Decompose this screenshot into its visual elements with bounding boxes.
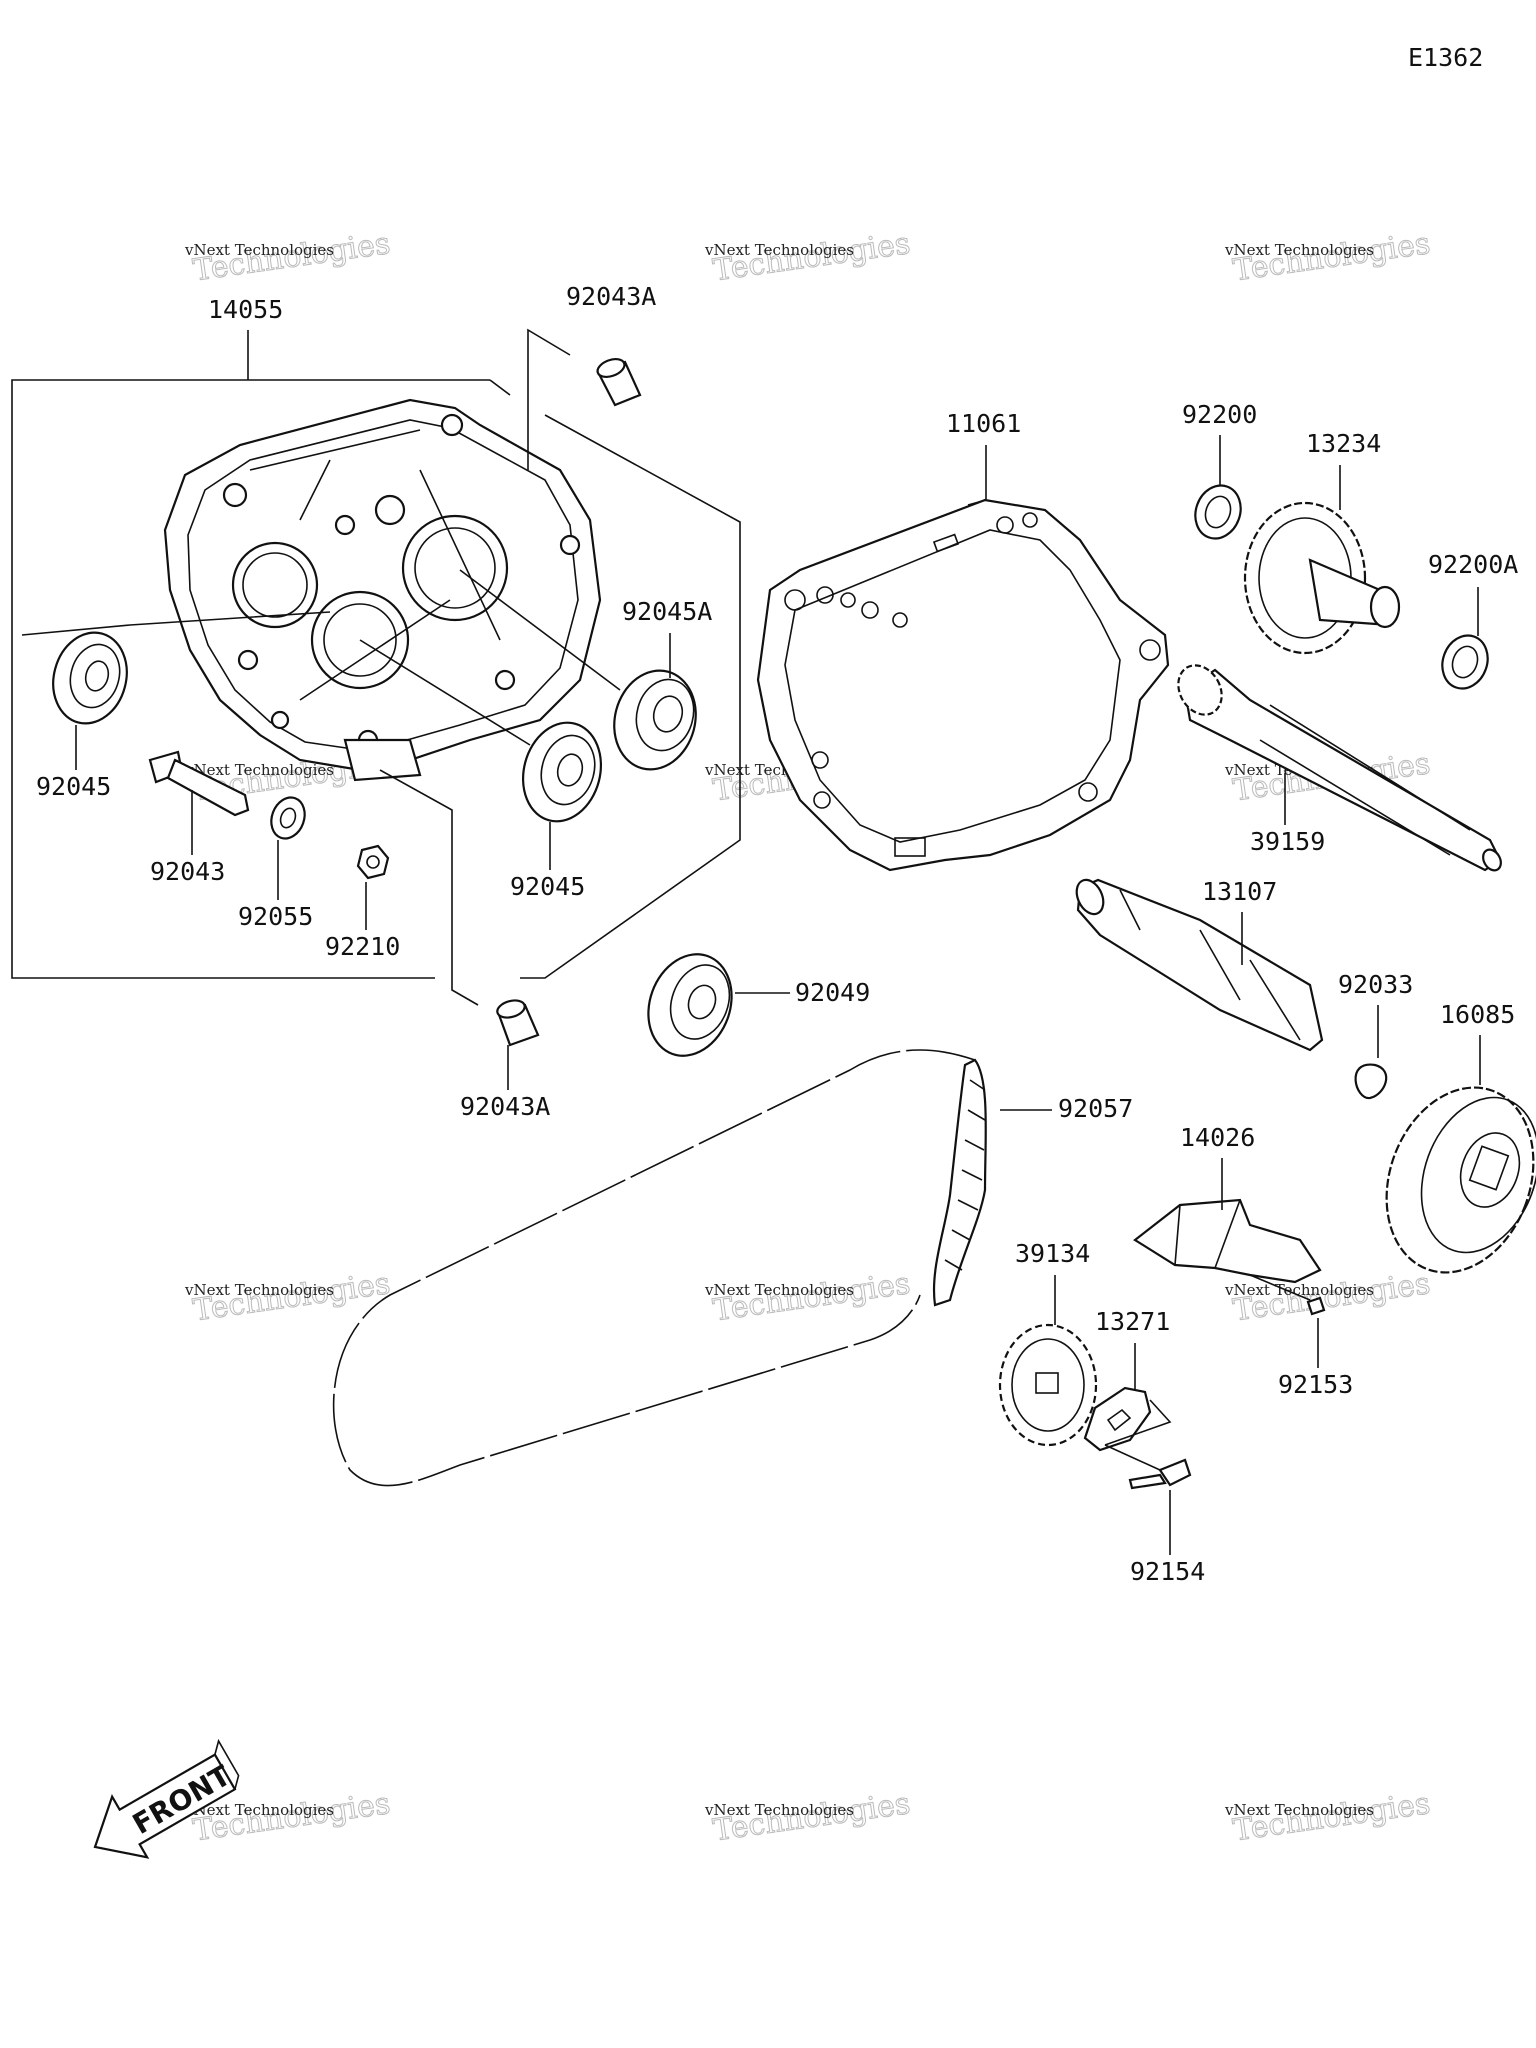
- washer-92200A[interactable]: [1435, 629, 1495, 695]
- leader-92153-axis: [1249, 1274, 1311, 1301]
- label-14026[interactable]: 14026: [1180, 1123, 1255, 1152]
- circlip-92033[interactable]: [1354, 1063, 1388, 1100]
- label-13234[interactable]: 13234: [1306, 429, 1381, 458]
- chain-guard-14026[interactable]: [1133, 1198, 1322, 1284]
- label-92043A-bottom[interactable]: 92043A: [460, 1092, 550, 1121]
- watermark-small: vNext Technologies: [184, 1801, 334, 1819]
- leader-11061: [967, 445, 987, 506]
- gear-16085[interactable]: [1362, 1067, 1536, 1293]
- washer-92055[interactable]: [266, 793, 310, 843]
- bracket-tip: [489, 379, 511, 396]
- label-92154[interactable]: 92154: [1130, 1557, 1205, 1586]
- label-13271[interactable]: 13271: [1095, 1307, 1170, 1336]
- leader-92043A-top: [527, 328, 571, 470]
- watermark-small: vNext Technologies: [1224, 1801, 1374, 1819]
- dowel-pin-bottom[interactable]: [495, 998, 540, 1047]
- dowel-pin-top[interactable]: [595, 356, 642, 407]
- label-92055[interactable]: 92055: [238, 902, 313, 931]
- label-11061[interactable]: 11061: [946, 409, 1021, 438]
- bearing-92045-left[interactable]: [43, 624, 136, 732]
- label-16085[interactable]: 16085: [1440, 1000, 1515, 1029]
- plate-13271[interactable]: [1083, 1386, 1172, 1452]
- leader-92045-mid-axis: [359, 639, 531, 746]
- label-92153[interactable]: 92153: [1278, 1370, 1353, 1399]
- watermark-small: vNext Technologies: [184, 761, 334, 779]
- label-39159[interactable]: 39159: [1250, 827, 1325, 856]
- label-14055[interactable]: 14055: [208, 295, 283, 324]
- bolt-92043[interactable]: [148, 750, 250, 817]
- bolt-92154[interactable]: [1128, 1458, 1192, 1490]
- bolt-92153[interactable]: [1306, 1296, 1326, 1316]
- bracket-right: [520, 414, 741, 979]
- label-92045-left[interactable]: 92045: [36, 772, 111, 801]
- transmission-case[interactable]: [163, 398, 602, 782]
- leader-92043A-bottom-axis: [379, 769, 479, 1006]
- watermark-small: vNext Technologies: [704, 1801, 854, 1819]
- bearing-bore-left: [231, 541, 319, 629]
- drive-chain[interactable]: [332, 1049, 987, 1487]
- label-92045A[interactable]: 92045A: [622, 597, 712, 626]
- gear-13234[interactable]: [1243, 501, 1401, 655]
- label-92045-mid[interactable]: 92045: [510, 872, 585, 901]
- label-92200A[interactable]: 92200A: [1428, 550, 1518, 579]
- bearing-92049[interactable]: [635, 942, 746, 1067]
- bearing-92045-mid[interactable]: [512, 714, 611, 830]
- watermark-small: vNext Technologies: [704, 1281, 854, 1299]
- leader-92154-axis: [1104, 1444, 1161, 1471]
- bearing-92045A[interactable]: [603, 661, 706, 778]
- label-92057[interactable]: 92057: [1058, 1094, 1133, 1123]
- label-92049[interactable]: 92049: [795, 978, 870, 1007]
- label-92043A-top[interactable]: 92043A: [566, 282, 656, 311]
- assembly-bracket: [11, 379, 435, 979]
- label-13107[interactable]: 13107: [1202, 877, 1277, 906]
- shaft-39159[interactable]: [1170, 657, 1505, 873]
- gasket[interactable]: [756, 498, 1170, 872]
- shaft-13107[interactable]: [1072, 876, 1324, 1052]
- label-39134[interactable]: 39134: [1015, 1239, 1090, 1268]
- leader-92045A-axis: [459, 569, 621, 691]
- watermark-small: vNext Technologies: [184, 1281, 334, 1299]
- nut-92210[interactable]: [356, 844, 390, 880]
- washer-92200[interactable]: [1188, 479, 1248, 545]
- label-92043[interactable]: 92043: [150, 857, 225, 886]
- sprocket-39134[interactable]: [998, 1323, 1098, 1447]
- watermark-small: vNext Technologies: [704, 241, 854, 259]
- bearing-bore-right: [401, 514, 509, 622]
- watermark-small: vNext Technologies: [1224, 241, 1374, 259]
- label-92033[interactable]: 92033: [1338, 970, 1413, 999]
- label-92210[interactable]: 92210: [325, 932, 400, 961]
- diagram-id: E1362: [1408, 43, 1483, 72]
- label-92200[interactable]: 92200: [1182, 400, 1257, 429]
- watermark-small: vNext Technologies: [184, 241, 334, 259]
- watermark-small: vNext Technologies: [1224, 1281, 1374, 1299]
- leader-92045-left-axis: [21, 611, 331, 636]
